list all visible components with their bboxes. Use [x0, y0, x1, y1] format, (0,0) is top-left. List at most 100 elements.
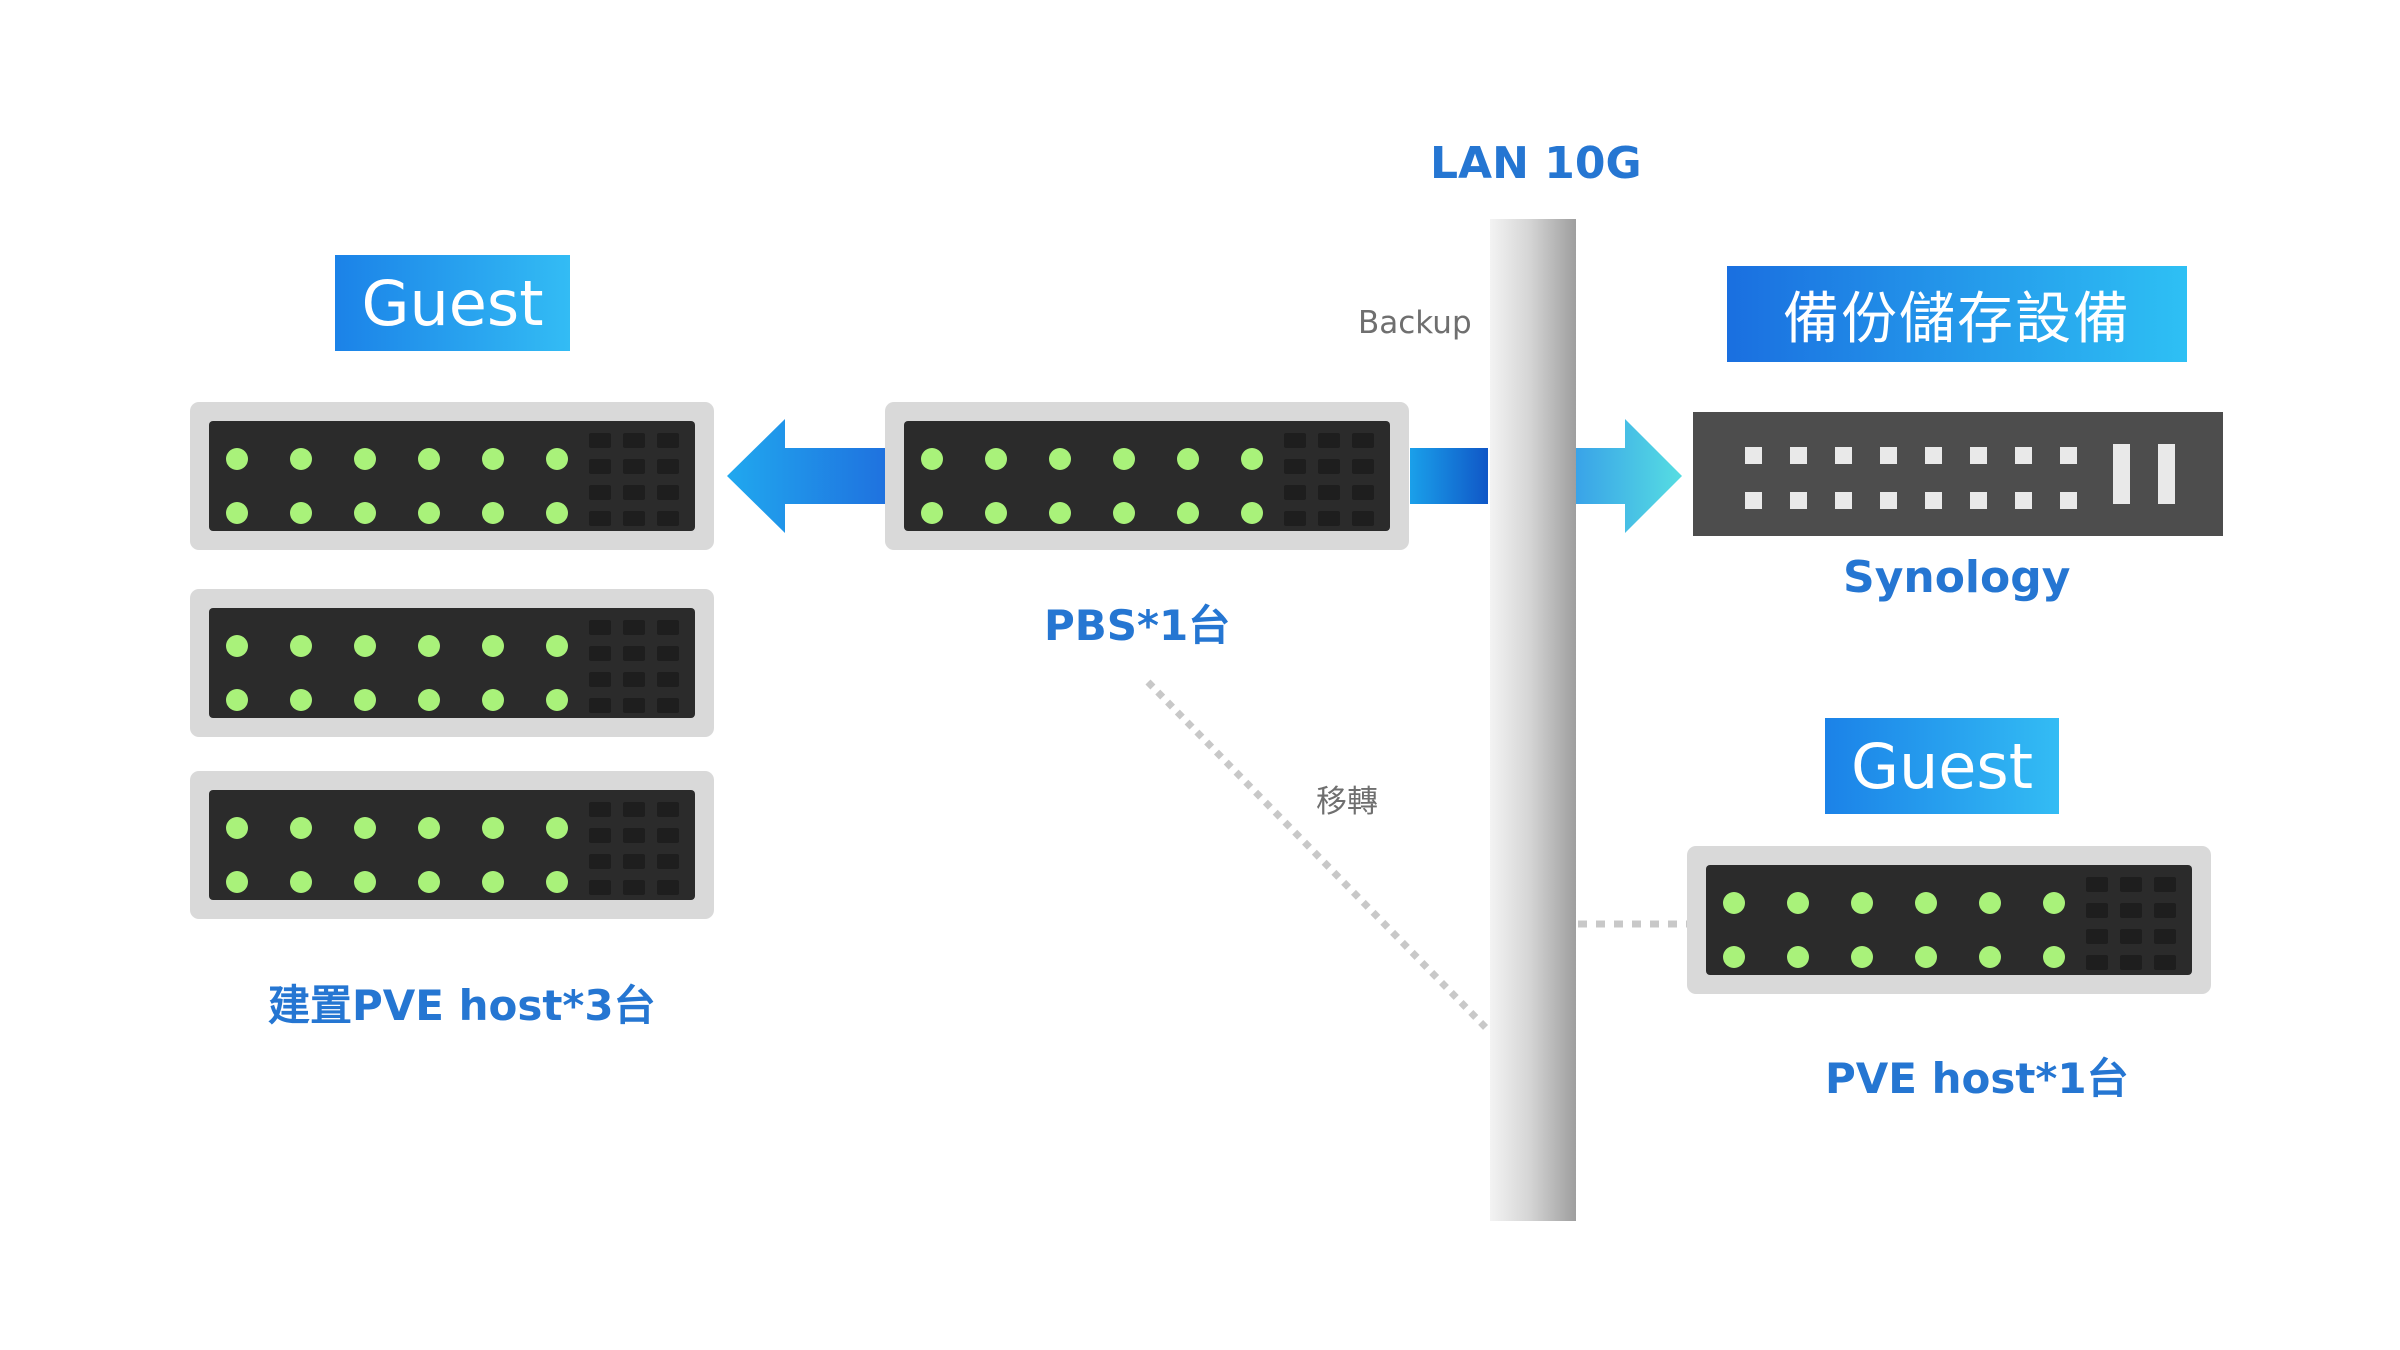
status-led [1915, 946, 1937, 968]
vent-slot [2086, 929, 2108, 944]
vent-slot [589, 802, 611, 817]
vent-slot [2086, 903, 2108, 918]
vent-slot [1284, 459, 1306, 474]
left-hosts-caption: 建置PVE host*3台 [268, 981, 656, 1030]
vent-slot [1318, 511, 1340, 526]
vent-slot [589, 459, 611, 474]
server-front-panel [209, 421, 695, 531]
right-host-caption: PVE host*1台 [1825, 1054, 2129, 1103]
vent-slot [657, 672, 679, 687]
status-led [1915, 892, 1937, 914]
pbs-server [885, 402, 1409, 550]
vent-slot [1284, 485, 1306, 500]
nas-indicator [1790, 447, 1807, 464]
vent-slot [1318, 485, 1340, 500]
status-led [418, 817, 440, 839]
vent-slot [2086, 877, 2108, 892]
vent-slot [2154, 903, 2176, 918]
nas-indicator [2060, 492, 2077, 509]
status-led [354, 689, 376, 711]
backup-label: Backup [1358, 305, 1472, 341]
nas-indicator [1835, 492, 1852, 509]
status-led [226, 502, 248, 524]
status-led [1979, 892, 2001, 914]
status-led [290, 689, 312, 711]
status-led [226, 448, 248, 470]
nas-indicator [1745, 447, 1762, 464]
status-led [482, 635, 504, 657]
nas-indicator [1790, 492, 1807, 509]
vent-slot [623, 620, 645, 635]
vent-slot [589, 880, 611, 895]
status-led [546, 635, 568, 657]
status-led [1049, 448, 1071, 470]
vent-slot [589, 854, 611, 869]
vent-slot [657, 433, 679, 448]
status-led [290, 871, 312, 893]
server-front-panel [209, 608, 695, 718]
status-led [354, 871, 376, 893]
vent-slot [623, 646, 645, 661]
vent-slot [2154, 877, 2176, 892]
vent-slot [623, 698, 645, 713]
migration-line [1145, 679, 1491, 1033]
vent-slot [657, 698, 679, 713]
status-led [482, 689, 504, 711]
nas-drive-bay [2158, 444, 2175, 504]
storage-badge: 備份儲存設備 [1727, 266, 2187, 362]
lan-label: LAN 10G [1430, 138, 1642, 189]
vent-slot [2120, 929, 2142, 944]
status-led [1177, 502, 1199, 524]
vent-slot [623, 802, 645, 817]
status-led [2043, 946, 2065, 968]
nas-indicator [1745, 492, 1762, 509]
nas-indicator [1970, 492, 1987, 509]
lan-backbone [1490, 219, 1576, 1221]
status-led [546, 689, 568, 711]
status-led [226, 635, 248, 657]
vent-slot [657, 854, 679, 869]
vent-slot [589, 620, 611, 635]
server-front-panel [904, 421, 1390, 531]
status-led [546, 817, 568, 839]
pve-host-server-2 [190, 589, 714, 737]
vent-slot [657, 511, 679, 526]
status-led [290, 817, 312, 839]
vent-slot [1352, 511, 1374, 526]
pbs-caption: PBS*1台 [1044, 601, 1231, 650]
vent-slot [1284, 511, 1306, 526]
status-led [482, 448, 504, 470]
vent-slot [2120, 955, 2142, 970]
status-led [1787, 892, 1809, 914]
vent-slot [589, 485, 611, 500]
vent-slot [2154, 929, 2176, 944]
nas-indicator [1925, 492, 1942, 509]
status-led [1723, 892, 1745, 914]
vent-slot [657, 828, 679, 843]
nas-indicator [1880, 447, 1897, 464]
status-led [290, 635, 312, 657]
status-led [985, 502, 1007, 524]
status-led [1851, 946, 1873, 968]
vent-slot [589, 511, 611, 526]
status-led [226, 817, 248, 839]
status-led [482, 502, 504, 524]
status-led [418, 689, 440, 711]
status-led [1723, 946, 1745, 968]
vent-slot [657, 802, 679, 817]
vent-slot [657, 620, 679, 635]
vent-slot [623, 511, 645, 526]
vent-slot [1352, 485, 1374, 500]
backup-arrow [1576, 419, 1682, 533]
status-led [1241, 502, 1263, 524]
backup-link [1410, 448, 1488, 504]
vent-slot [657, 459, 679, 474]
status-led [546, 871, 568, 893]
vent-slot [589, 433, 611, 448]
vent-slot [1318, 459, 1340, 474]
vent-slot [2086, 955, 2108, 970]
status-led [418, 448, 440, 470]
vent-slot [2154, 955, 2176, 970]
status-led [418, 635, 440, 657]
